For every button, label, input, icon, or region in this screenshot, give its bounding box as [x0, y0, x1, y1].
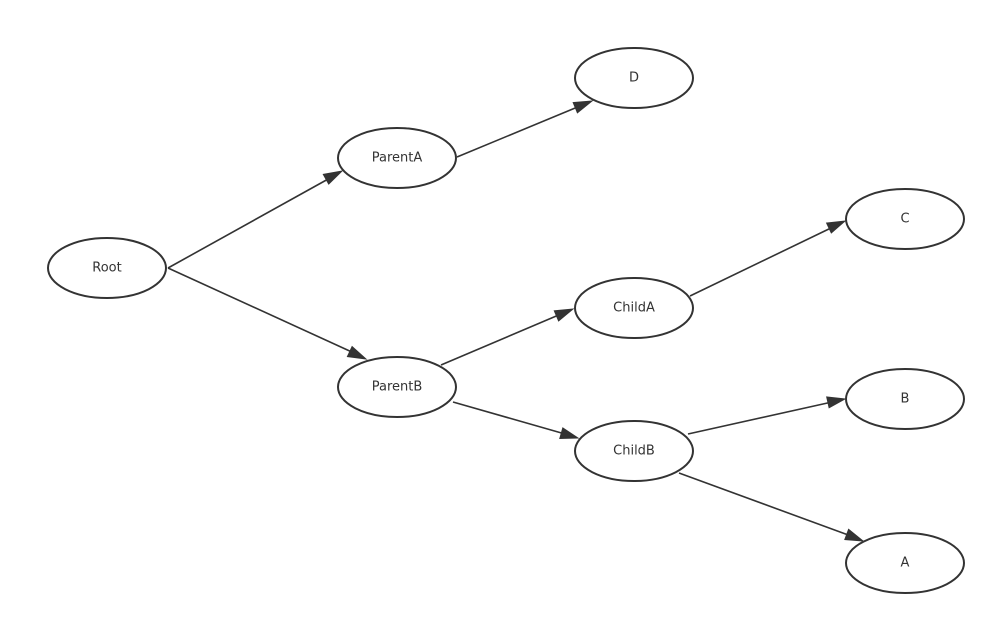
- node-label: ChildB: [613, 444, 655, 459]
- node-label: A: [901, 556, 910, 571]
- node-c[interactable]: C: [845, 188, 965, 250]
- edge-child-b-node-a: [678, 472, 865, 542]
- nodes: Root ParentA ParentB D ChildA ChildB C: [47, 47, 965, 594]
- node-label: ChildA: [613, 301, 655, 316]
- edge-parent-a-node-d: [456, 100, 594, 158]
- node-b[interactable]: B: [845, 368, 965, 430]
- node-child-b[interactable]: ChildB: [574, 420, 694, 482]
- edge-parent-b-child-a: [440, 308, 575, 366]
- node-child-a[interactable]: ChildA: [574, 277, 694, 339]
- node-label: ParentB: [372, 380, 423, 395]
- node-label: ParentA: [372, 151, 423, 166]
- edge-parent-b-child-b: [452, 401, 580, 440]
- node-label: Root: [92, 261, 121, 276]
- edge-child-a-node-c: [689, 220, 847, 297]
- node-label: C: [900, 212, 909, 227]
- node-parent-a[interactable]: ParentA: [337, 127, 457, 189]
- edge-root-parent-a: [167, 170, 344, 269]
- node-label: D: [629, 71, 639, 86]
- edge-child-b-node-b: [687, 396, 847, 435]
- node-d[interactable]: D: [574, 47, 694, 109]
- node-a[interactable]: A: [845, 532, 965, 594]
- node-root[interactable]: Root: [47, 237, 167, 299]
- node-parent-b[interactable]: ParentB: [337, 356, 457, 418]
- edges: [167, 100, 865, 542]
- edge-root-parent-b: [167, 267, 368, 360]
- node-label: B: [901, 392, 910, 407]
